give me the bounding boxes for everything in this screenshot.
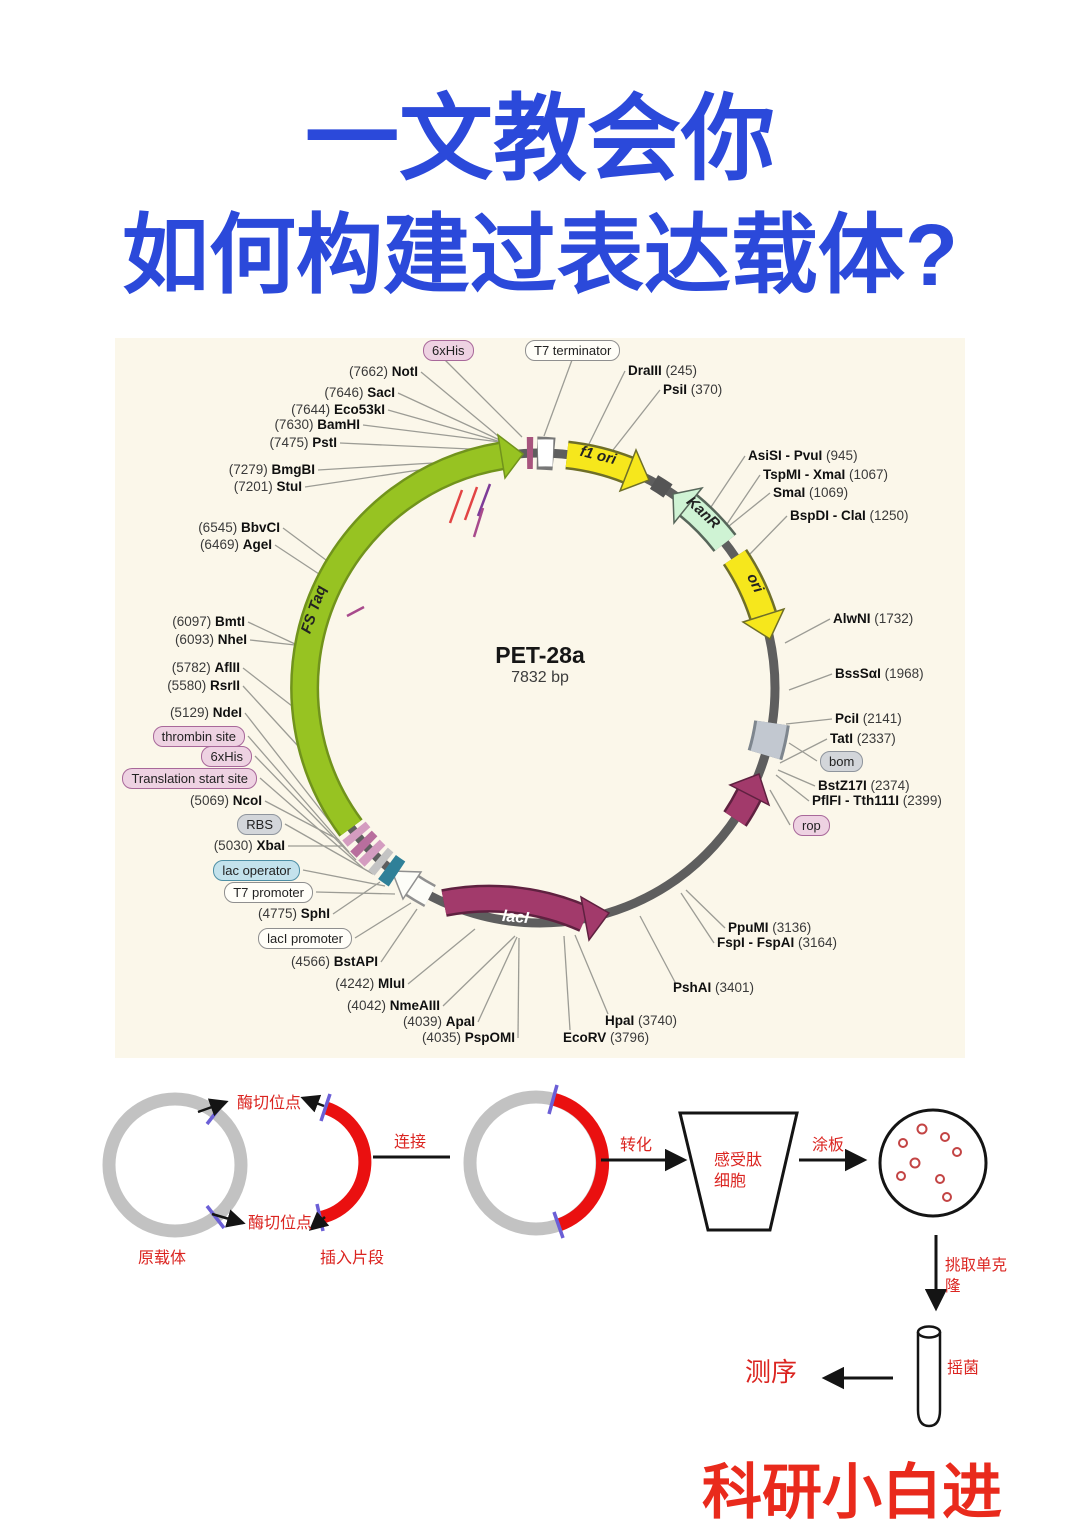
site-rsrii: (5580) RsrII [167,678,240,693]
shake-label: 摇菌 [947,1360,980,1377]
site-nmeaiii: (4042) NmeAIII [346,998,440,1013]
feature-laci [441,884,611,942]
transformation-label: 转化 [620,1137,653,1154]
feature-promoter-arrow [390,870,437,908]
insert-fragment-label: 插入片段 [320,1250,385,1267]
cut-site-arrow-1 [197,1098,229,1117]
petri-dish [878,1108,988,1218]
plasmid-map-panel: FS Taq f1 ori KanR ori lacI PET-28a 7832… [115,338,965,1058]
site-ndei: (5129) NdeI [169,705,242,720]
site-ppumi: PpuMI (3136) [728,920,812,935]
site-bspdi-clai: BspDI - ClaI (1250) [790,508,909,523]
site-pshai: PshAI (3401) [673,980,755,995]
plating-label: 涂板 [812,1137,845,1154]
site-bstapi: (4566) BstAPI [290,954,378,969]
site-noti: (7662) NotI [348,364,418,379]
pill-thrombin-site: thrombin site [152,726,245,747]
title-line1: 一文教会你 [304,86,775,191]
beaker [678,1111,799,1232]
plasmid-center-label: PET-28a 7832 bp [420,642,660,687]
site-stui: (7201) StuI [233,479,302,494]
feature-fs-taq [290,433,525,837]
pill-6xhis-top: 6xHis [423,340,474,361]
competent-cells-line1: 感受肽 [714,1152,763,1169]
colonies [896,1123,962,1202]
vector-circle [102,1092,248,1238]
site-mlui: (4242) MluI [335,976,405,991]
ligated-vector-circle [463,1084,610,1239]
insert-fragment-arc [315,1093,372,1232]
site-alwni: AlwNI (1732) [833,611,914,626]
cut-site-arrow-2 [211,1209,246,1228]
competent-cells-line2: 细胞 [714,1173,747,1190]
footer-text: 科研小白进 [702,1459,1002,1526]
site-nhei: (6093) NheI [174,632,247,647]
cut-site-arrow-4 [308,1211,330,1231]
leader-lines [242,359,833,1039]
site-fspi-fspai: FspI - FspAI (3164) [717,935,838,950]
plasmid-size: 7832 bp [511,669,569,686]
site-saci: (7646) SacI [324,385,395,400]
feature-ori [722,548,786,641]
site-apai: (4039) ApaI [402,1014,475,1029]
site-smai: SmaI (1069) [773,485,849,500]
original-vector-label: 原载体 [138,1250,187,1267]
laci-label: lacI [501,908,530,927]
cut-site-label-bottom: 酶切位点 [248,1215,313,1232]
title-line2: 如何构建过表达载体? [121,207,959,304]
site-bmgbi: (7279) BmgBI [228,462,315,477]
site-bamhi: (7630) BamHI [274,417,360,432]
site-bsssai: BssSαI (1968) [835,666,924,681]
site-bbvci: (6545) BbvCI [198,520,280,535]
site-agei: (6469) AgeI [199,537,272,552]
site-pcii: PciI (2141) [835,711,902,726]
site-ncoi: (5069) NcoI [189,793,262,808]
pill-rop: rop [793,815,830,836]
feature-f1-ori [565,440,651,493]
pill-translation-start: Translation start site [122,768,257,789]
ligation-label: 连接 [394,1134,427,1151]
pill-t7-terminator: T7 terminator [525,340,621,361]
site-pspomi: (4035) PspOMI [421,1030,515,1045]
feature-stack [342,821,406,887]
feature-bom [747,720,790,761]
site-tspmi-xmai: TspMI - XmaI (1067) [763,467,889,482]
pill-t7-promoter: T7 promoter [224,882,313,903]
site-draiii: DraIII (245) [628,363,698,378]
plasmid-name: PET-28a [495,642,585,668]
site-bmti: (6097) BmtI [172,614,245,629]
pick-clone-label: 挑取单克隆 [945,1257,1008,1295]
cut-site-arrow-3 [300,1094,325,1113]
pill-lac-operator: lac operator [213,860,300,881]
feature-rop [723,773,771,827]
site-aflii: (5782) AflII [171,660,240,675]
test-tube [916,1325,942,1428]
sequencing-label: 测序 [745,1357,798,1387]
feature-kanr [672,486,737,553]
site-psii: PsiI (370) [663,382,723,397]
workflow-svg [102,1084,988,1428]
pill-rbs: RBS [237,814,282,835]
site-plfifi-tth111i: PflFI - Tth111I (2399) [812,793,942,808]
site-sphi: (4775) SphI [257,906,330,921]
feature-t7-terminator-box [536,436,556,471]
site-asisi-pvui: AsiSI - PvuI (945) [748,448,858,463]
inner-ticks [346,483,492,618]
site-tati: TatI (2337) [830,731,896,746]
cut-site-label-top: 酶切位点 [237,1095,302,1112]
plasmid-map-svg: FS Taq f1 ori KanR ori lacI [242,359,833,1039]
site-eco53ki: (7644) Eco53kI [291,402,385,417]
pill-6xhis-left: 6xHis [201,746,252,767]
pill-bom: bom [820,751,864,772]
site-bstz17i: BstZ17I (2374) [818,778,910,793]
site-ecorv: EcoRV (3796) [563,1030,650,1045]
site-xbai: (5030) XbaI [213,838,285,853]
workflow-panel: 酶切位点 酶切位点 原载体 插入片段 连接 转化 感受肽 细胞 涂板 挑取单克隆… [0,1070,1080,1470]
pill-laci-promoter: lacI promoter [258,928,352,949]
backbone-spacer [649,475,673,498]
site-hpai: HpaI (3740) [605,1013,678,1028]
site-psti: (7475) PstI [269,435,337,450]
